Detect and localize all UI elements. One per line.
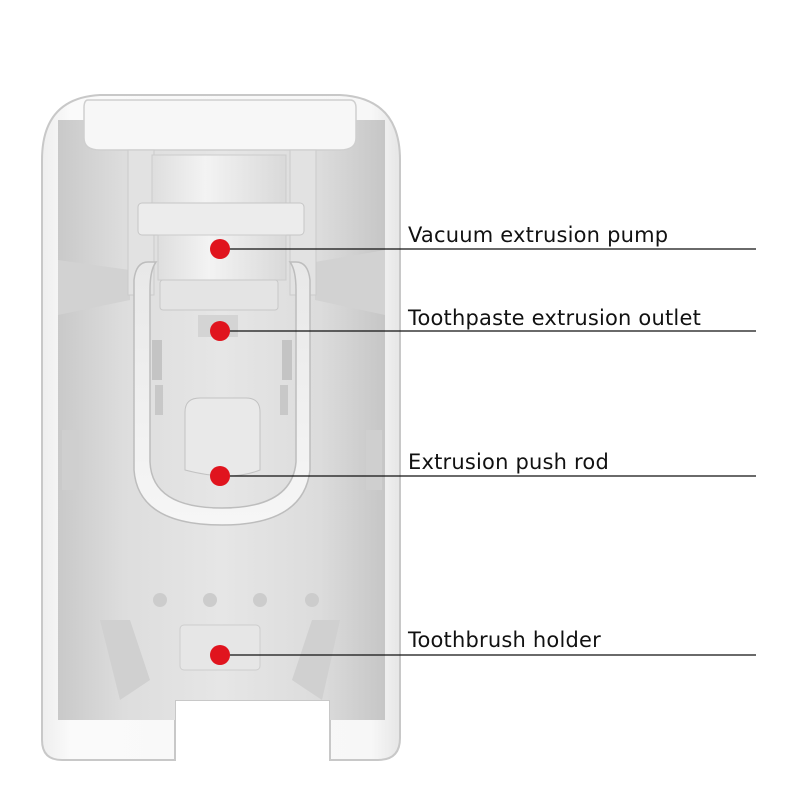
top-cap (83, 99, 357, 151)
marker-outlet (210, 321, 230, 341)
callout-label-rod: Extrusion push rod (408, 450, 609, 474)
vacuum-pump (137, 154, 305, 337)
callout-label-pump: Vacuum extrusion pump (408, 223, 669, 247)
callout-label-holder: Toothbrush holder (408, 628, 601, 652)
marker-holder (210, 645, 230, 665)
right-ledge (315, 250, 385, 315)
marker-pump (210, 239, 230, 259)
marker-rod (210, 466, 230, 486)
left-ledge (58, 260, 130, 315)
extrusion-push-rod (133, 261, 311, 526)
callout-label-outlet: Toothpaste extrusion outlet (408, 306, 702, 330)
push-rod-pad (184, 397, 261, 477)
